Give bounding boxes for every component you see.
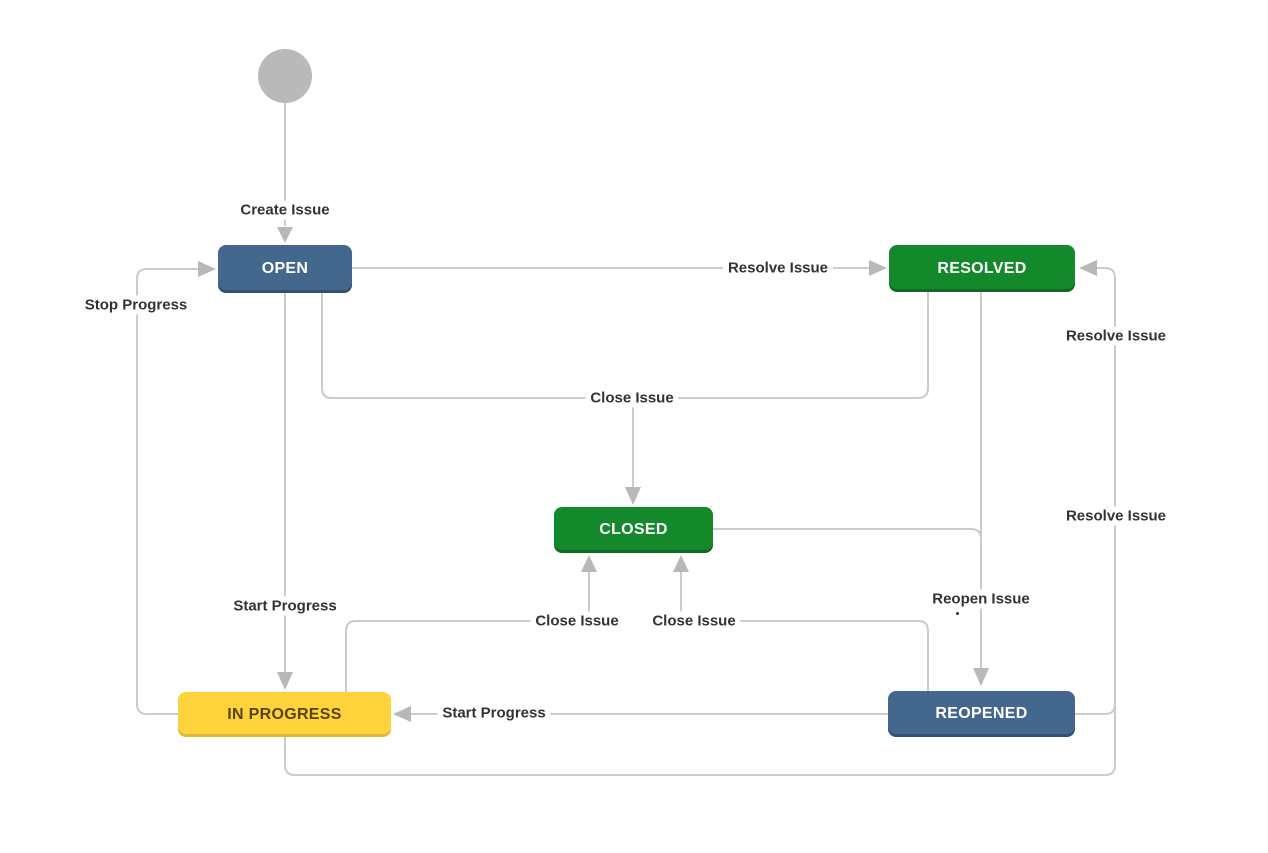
label-create-issue[interactable]: Create Issue (235, 200, 335, 220)
node-resolved-label: RESOLVED (937, 259, 1027, 277)
arrowhead-into-closed-top (625, 487, 641, 505)
label-start-progress-vertical[interactable]: Start Progress (228, 596, 342, 616)
edge-stop-progress (136, 268, 198, 715)
arrowhead-into-reopened-top (973, 668, 989, 686)
label-resolve-issue-right-upper[interactable]: Resolve Issue (1060, 326, 1172, 346)
stray-dot-mark (956, 612, 959, 615)
edge-reopen-issue-closed (713, 528, 982, 540)
label-resolve-issue-right-lower[interactable]: Resolve Issue (1060, 506, 1172, 526)
edge-close-issue-shared-u (321, 292, 929, 399)
arrowhead-into-closed-bottom-right (673, 555, 689, 572)
label-resolve-issue-open[interactable]: Resolve Issue (722, 258, 834, 278)
arrowhead-into-in-progress-right (393, 706, 411, 722)
node-closed-label: CLOSED (599, 521, 668, 538)
node-resolved[interactable]: RESOLVED (889, 245, 1075, 292)
node-reopened-label: REOPENED (935, 705, 1028, 722)
arrowhead-into-open-top (277, 227, 293, 243)
label-reopen-issue[interactable]: Reopen Issue (927, 589, 1035, 609)
label-close-issue-left[interactable]: Close Issue (530, 611, 624, 631)
node-closed[interactable]: CLOSED (554, 507, 713, 553)
arrowhead-into-closed-bottom-left (581, 555, 597, 572)
label-stop-progress[interactable]: Stop Progress (79, 295, 193, 315)
node-open-label: OPEN (261, 260, 309, 277)
node-open[interactable]: OPEN (218, 245, 352, 293)
label-close-issue-right[interactable]: Close Issue (647, 611, 741, 631)
arrowhead-into-open-left (198, 261, 216, 277)
label-close-issue-shared[interactable]: Close Issue (585, 388, 679, 408)
start-node-circle[interactable] (258, 49, 312, 103)
arrowhead-into-resolved-left (869, 260, 887, 276)
arrowhead-into-resolved-right (1079, 260, 1097, 276)
node-in-progress-label: IN PROGRESS (227, 705, 342, 723)
edge-close-issue-reopened (680, 572, 929, 691)
label-start-progress-horizontal[interactable]: Start Progress (437, 703, 551, 723)
edge-resolve-issue-reopened-branch (1075, 703, 1116, 715)
arrowhead-into-in-progress-top (277, 672, 293, 690)
edge-resolve-issue-in-progress-loop (284, 267, 1116, 776)
node-reopened[interactable]: REOPENED (888, 691, 1075, 737)
node-in-progress[interactable]: IN PROGRESS (178, 692, 391, 737)
edge-close-issue-in-progress (345, 572, 590, 692)
